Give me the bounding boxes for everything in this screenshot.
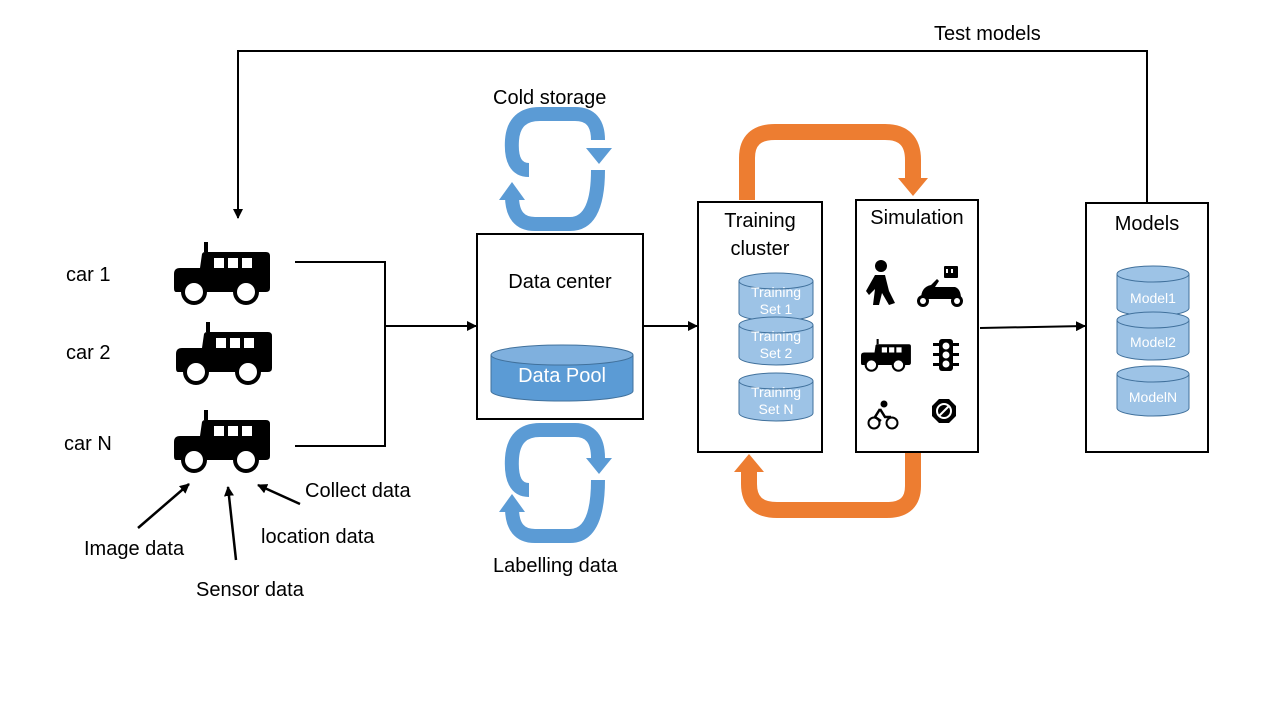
training-title-line2: cluster [730, 238, 790, 260]
cold-storage-loop [504, 107, 605, 231]
cyclist-icon [867, 400, 899, 430]
sensor-data-label: Sensor data [196, 579, 304, 601]
car-1-icon [173, 241, 271, 306]
no-entry-icon [932, 399, 956, 423]
collect-data-label: Collect data [305, 480, 411, 502]
labelling-loop [504, 423, 605, 543]
simulation-title: Simulation [870, 207, 964, 229]
training-cluster-title: Training cluster [699, 207, 821, 263]
model-1-label: Model1 [1130, 290, 1176, 306]
cold-storage-label: Cold storage [493, 87, 607, 109]
car-icon [860, 338, 912, 373]
orange-bottom-loop [741, 452, 921, 518]
data-center-box: Data center Data Pool [476, 233, 644, 420]
models-cylinders [1116, 265, 1190, 417]
model-n-label: ModelN [1128, 389, 1178, 405]
location-data-label: location data [261, 526, 375, 548]
models-title: Models [1114, 213, 1180, 235]
collect-data-arrow [257, 483, 301, 506]
training-title-line1: Training [724, 210, 796, 232]
simulation-to-models-arrow [979, 321, 1086, 332]
sensor-data-arrow [224, 486, 238, 561]
car-n-label: car N [64, 433, 112, 455]
data-pool-label: Data Pool [518, 365, 606, 387]
car-connectors [295, 261, 386, 447]
data-center-title: Data center [508, 271, 612, 293]
models-box: Models Model1 Model2 ModelN [1085, 202, 1209, 453]
data-pool-cylinder [490, 344, 634, 402]
training-sets-cylinders [738, 272, 814, 422]
simulation-box: Simulation [855, 199, 979, 453]
test-models-label: Test models [934, 23, 1041, 45]
car-2-label: car 2 [66, 342, 111, 364]
car-1-label: car 1 [66, 264, 111, 286]
pedestrian-icon [866, 260, 895, 305]
model-2-label: Model2 [1130, 334, 1176, 350]
orange-top-loop [739, 124, 921, 200]
car-2-icon [175, 321, 273, 386]
labelling-data-label: Labelling data [493, 555, 618, 577]
image-data-arrow [137, 483, 190, 529]
scooter-icon [917, 266, 963, 307]
image-data-label: Image data [84, 538, 185, 560]
traffic-light-icon [933, 339, 959, 371]
car-n-icon [173, 409, 271, 474]
test-models-connector [233, 50, 1148, 219]
